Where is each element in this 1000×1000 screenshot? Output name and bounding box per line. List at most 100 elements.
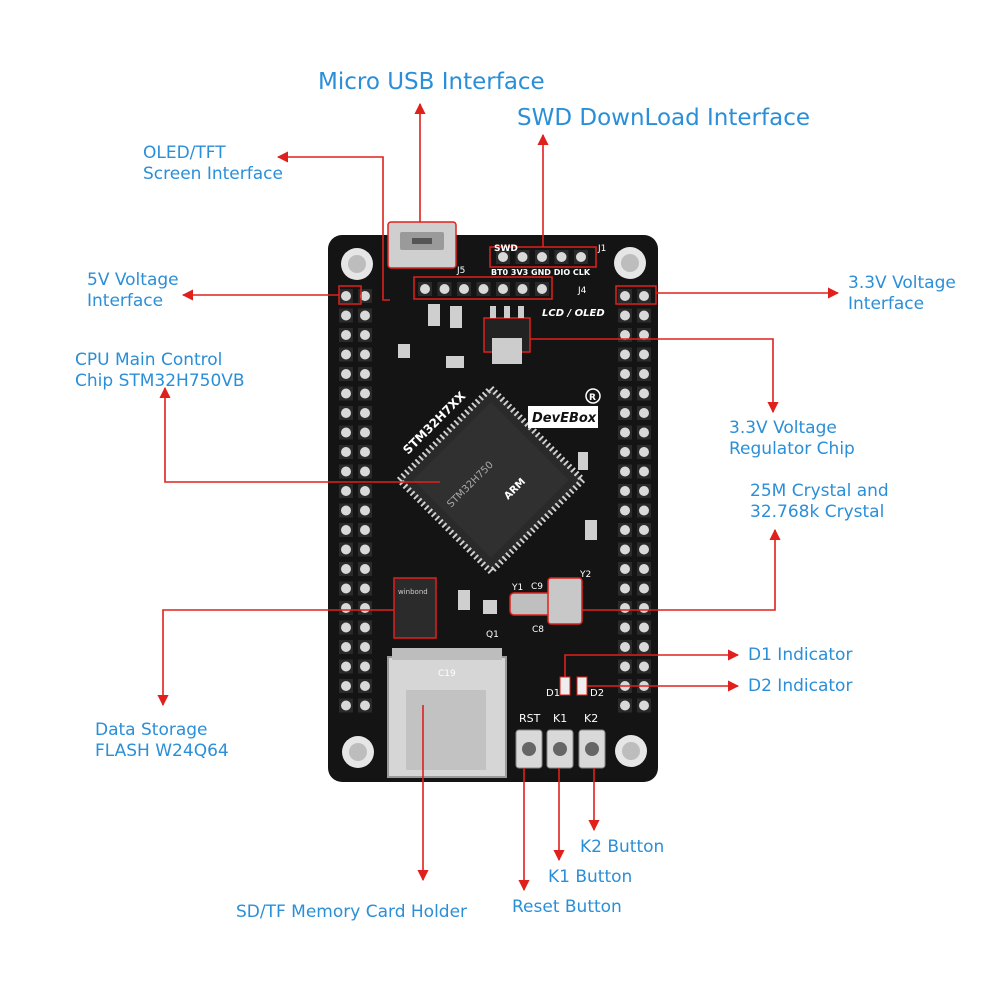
devebox-logo: DevEBox R (528, 388, 601, 428)
c8-label: C8 (532, 625, 544, 635)
label-regulator-line1: 3.3V Voltage (729, 418, 837, 438)
header-pin (639, 310, 649, 321)
header-pin (360, 642, 370, 652)
header-pin (341, 330, 351, 340)
header-pin (360, 525, 370, 535)
header-pin (478, 284, 489, 294)
header-pin (341, 603, 351, 613)
header-pin (620, 388, 630, 399)
header-pin (360, 466, 370, 477)
header-pin (360, 447, 370, 457)
label-crystal: 25M Crystal and 32.768k Crystal (750, 481, 889, 524)
header-pin (639, 700, 649, 711)
header-pin (537, 284, 547, 294)
c19-label: C19 (438, 669, 456, 679)
header-pin (341, 525, 351, 535)
header-pin (360, 408, 370, 418)
header-pin (341, 466, 351, 477)
header-pin (639, 466, 649, 477)
smd-components (398, 304, 597, 614)
label-regulator: 3.3V Voltage Regulator Chip (729, 418, 855, 461)
label-oled-line1: OLED/TFT (143, 143, 226, 163)
flash-chip (393, 577, 437, 639)
header-pin (639, 525, 649, 535)
label-3v3-line1: 3.3V Voltage (848, 273, 956, 293)
k1-board-label: K1 (553, 712, 567, 725)
header-pin (341, 564, 351, 574)
arrow-oled (276, 151, 390, 301)
header-pin (620, 564, 630, 574)
header-pin (639, 622, 649, 633)
header-pin (639, 349, 649, 360)
arrow-d1 (564, 649, 740, 677)
j5-label: J5 (456, 266, 465, 276)
header-pin (620, 310, 630, 321)
header-pin (639, 369, 649, 379)
header-pin (341, 622, 351, 633)
label-cpu-line2: Chip STM32H750VB (75, 371, 245, 392)
label-micro-usb: Micro USB Interface (318, 69, 545, 95)
header-pin (341, 661, 351, 672)
label-oled: OLED/TFT Screen Interface (143, 143, 283, 186)
arrow-cpu (159, 386, 440, 483)
header-pin (556, 252, 567, 262)
arrow-regulator (530, 338, 779, 414)
header-pin (360, 661, 370, 672)
header-pin (360, 583, 370, 594)
header-pin (341, 291, 351, 301)
svg-text:R: R (589, 393, 596, 403)
header-pin (341, 388, 351, 399)
leader-lines (157, 102, 840, 892)
header-pin (639, 408, 649, 418)
header-pin (360, 330, 370, 340)
header-pin (420, 284, 430, 294)
label-3v3: 3.3V Voltage Interface (848, 273, 956, 316)
header-pin (620, 466, 630, 477)
button-icon (515, 729, 606, 769)
header-pin (620, 642, 630, 652)
header-pin (639, 544, 649, 555)
header-pin (360, 388, 370, 399)
header-pin (341, 544, 351, 555)
label-flash-line1: Data Storage (95, 720, 208, 740)
header-pin (341, 427, 351, 438)
label-flash: Data Storage FLASH W24Q64 (95, 720, 229, 763)
label-sd: SD/TF Memory Card Holder (236, 902, 468, 922)
label-3v3-line2: Interface (848, 294, 925, 315)
header-pin (639, 388, 649, 399)
header-pin (360, 564, 370, 574)
header-pin (620, 603, 630, 613)
oled-header-highlight (413, 276, 553, 300)
header-pin (341, 349, 351, 360)
arrow-crystal (582, 528, 781, 611)
arrow-flash (157, 609, 394, 707)
header-pin (360, 349, 370, 360)
header-pin (341, 369, 351, 379)
header-pin (620, 525, 630, 535)
header-pin (360, 681, 370, 691)
header-pin (620, 505, 630, 516)
swd-tag: SWD (494, 244, 518, 254)
left-pin-header (339, 289, 372, 713)
label-d2: D2 Indicator (748, 676, 853, 696)
label-k1: K1 Button (548, 867, 633, 887)
header-pin (341, 505, 351, 516)
header-pin (360, 700, 370, 711)
header-pin (620, 583, 630, 594)
lcd-oled-header (418, 282, 549, 296)
label-crystal-line1: 25M Crystal and (750, 481, 889, 501)
rst-label: RST (519, 712, 541, 725)
sd-card-holder (387, 648, 507, 778)
header-pin (639, 505, 649, 516)
micro-usb-connector (387, 221, 457, 269)
label-swd: SWD DownLoad Interface (517, 105, 810, 131)
d2-board-label: D2 (590, 688, 604, 699)
header-pin (639, 603, 649, 613)
v33-pin-highlight (615, 285, 657, 305)
header-pin (360, 427, 370, 438)
header-pin (517, 284, 528, 294)
header-pin (639, 564, 649, 574)
swd-pin-labels: BT0 3V3 GND DIO CLK (491, 268, 591, 277)
label-oled-line2: Screen Interface (143, 164, 283, 185)
